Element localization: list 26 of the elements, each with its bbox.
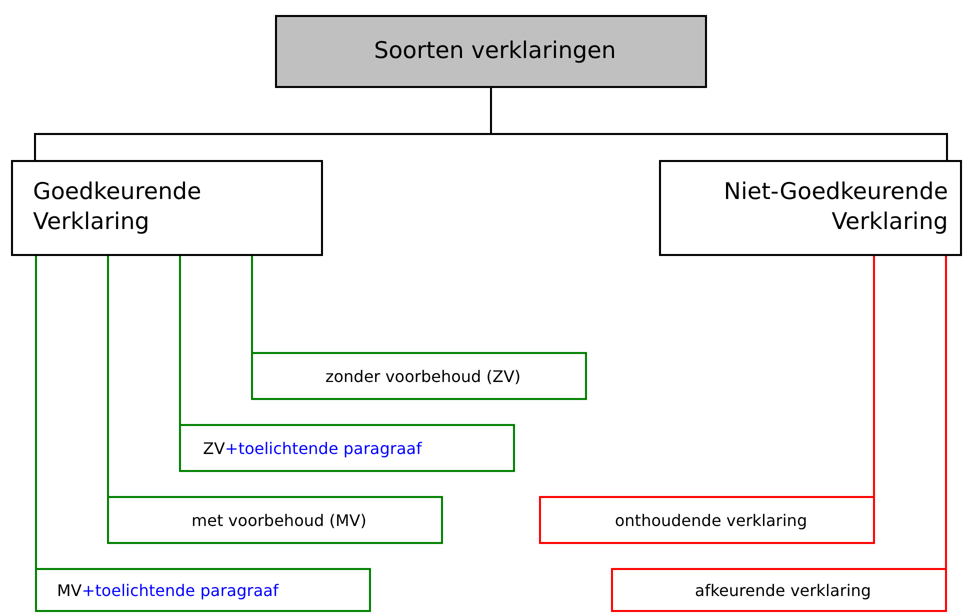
connector-line [179, 256, 181, 424]
opinion-box [179, 424, 515, 472]
opinion-box [539, 496, 875, 544]
heading: Soorten verklaringen [374, 36, 616, 66]
abbreviation: ZV [203, 438, 225, 458]
heading: Niet-Goedkeurende Verklaring [722, 178, 948, 237]
connector-line [251, 256, 253, 352]
abbreviation: MV [57, 580, 82, 600]
category-box [11, 160, 323, 256]
connector-line [107, 256, 109, 496]
label: +toelichtende paragraaf [224, 438, 422, 458]
opinion-box [251, 352, 587, 400]
connector-line [945, 256, 947, 568]
connector-line [873, 256, 875, 496]
category-box [659, 160, 962, 256]
label: +toelichtende paragraaf [82, 580, 279, 600]
opinion-box [35, 568, 371, 612]
label: met voorbehoud (MV) [192, 510, 366, 530]
heading: Goedkeurende Verklaring [33, 178, 202, 237]
title-box [275, 15, 707, 88]
connector-line [35, 256, 37, 568]
label: afkeurende verklaring [694, 580, 872, 600]
label: zonder voorbehoud (ZV) [325, 366, 521, 386]
opinion-box [611, 568, 947, 612]
opinion-box [107, 496, 443, 544]
label: onthoudende verklaring [614, 510, 808, 530]
